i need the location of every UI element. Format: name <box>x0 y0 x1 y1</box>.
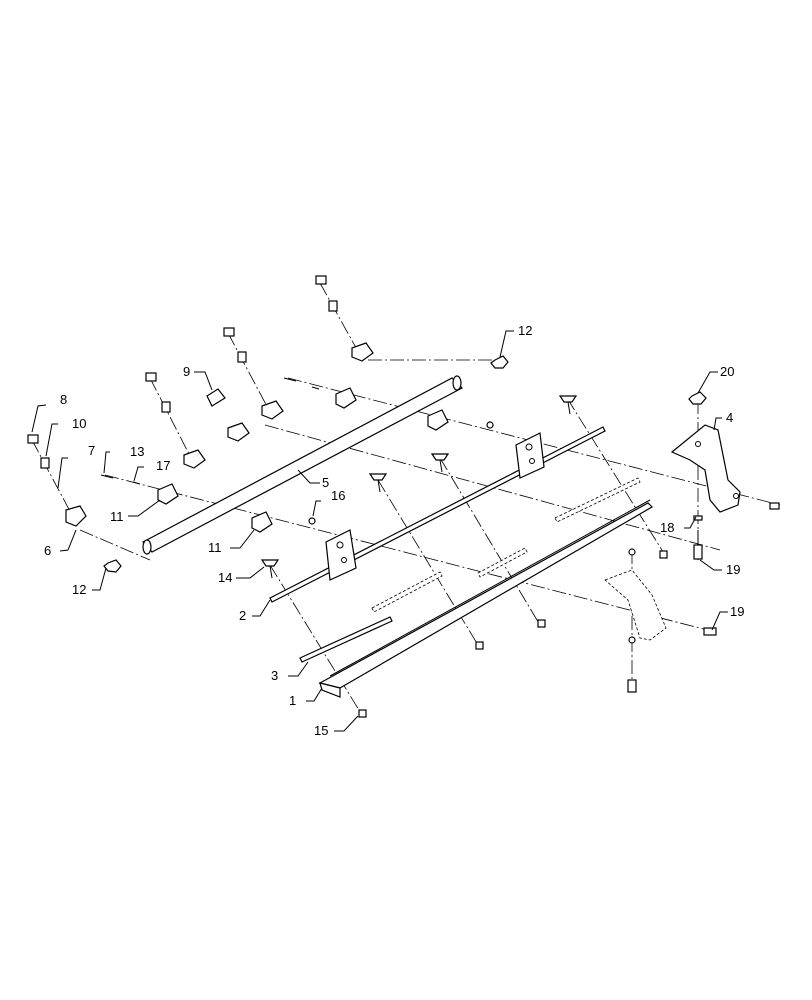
part-3-strip <box>299 616 393 663</box>
callout-13: 13 <box>130 444 144 459</box>
callout-18: 18 <box>660 520 674 535</box>
callout-15: 15 <box>314 723 328 738</box>
part-4-bracket <box>670 424 741 513</box>
callout-19a: 19 <box>726 562 740 577</box>
part-5-tube <box>142 375 463 555</box>
callout-5: 5 <box>322 475 329 490</box>
ghost-slots <box>371 477 641 613</box>
callout-12a: 12 <box>518 323 532 338</box>
callout-3: 3 <box>271 668 278 683</box>
callout-7: 7 <box>88 443 95 458</box>
ghost-bracket <box>604 569 667 641</box>
callout-6: 6 <box>44 543 51 558</box>
callout-2: 2 <box>239 608 246 623</box>
callout-20: 20 <box>720 364 734 379</box>
callout-11a: 11 <box>110 509 124 524</box>
callout-1: 1 <box>289 693 296 708</box>
callout-11b: 11 <box>208 540 222 555</box>
part-2-mounting-bar <box>269 426 606 603</box>
hardware <box>27 275 780 718</box>
callout-12b: 12 <box>72 582 86 597</box>
callout-14: 14 <box>218 570 232 585</box>
leader-lines <box>31 330 728 732</box>
callout-10: 10 <box>72 416 86 431</box>
callout-16: 16 <box>331 488 345 503</box>
callout-19b: 19 <box>730 604 744 619</box>
part-1-lower-rail <box>318 499 653 698</box>
callout-4: 4 <box>726 410 733 425</box>
callout-9: 9 <box>183 364 190 379</box>
callout-8: 8 <box>60 392 67 407</box>
callout-17: 17 <box>156 458 170 473</box>
callout-labels: 8 10 7 6 9 13 17 11 11 12 5 16 14 2 3 1 … <box>44 323 744 738</box>
